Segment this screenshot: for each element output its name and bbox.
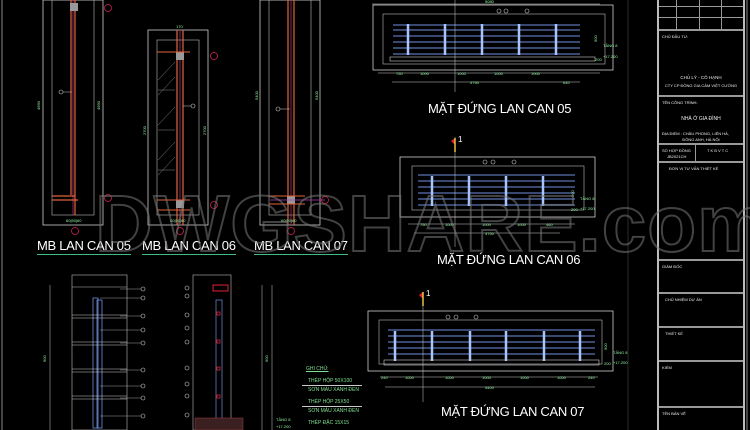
contract-label: SỐ HỢP ĐỒNG [662,148,691,153]
project-section: TÊN CÔNG TRÌNH: NHÀ Ở GIA ĐÌNH ĐỊA ĐIỂM … [659,95,743,143]
design-label: THIẾT KẾ [665,331,683,336]
svg-text:1000: 1000 [517,222,527,227]
section-mark-07: 1 [426,289,431,298]
pm-label: CHỦ NHIỆM DỰ ÁN [665,297,702,302]
svg-text:+17.200: +17.200 [580,206,595,211]
section-detail-1: 900 900 TẦNG 8 +17.200 [42,274,291,430]
svg-text:1000: 1000 [457,71,467,76]
svg-text:900: 900 [570,190,575,197]
svg-text:900: 900 [42,355,47,362]
svg-text:60|50|60: 60|50|60 [66,218,82,223]
plan-view-05: 4990 4990 60|50|60 [36,0,112,235]
title-block: CHỦ ĐẦU TƯ: CHỦ LÝ - CÔ HẠNH CTY CP ĐỒNG… [657,0,745,430]
svg-text:+17.200: +17.200 [603,54,618,59]
svg-text:5400: 5400 [254,90,259,100]
plan-title-07: MB LAN CAN 07 [254,238,348,255]
owner-line1: CHỦ LÝ - CÔ HẠNH [680,75,722,80]
title-block-grid [659,0,743,30]
contract-no: JB2021CH [667,154,687,159]
owner-label: CHỦ ĐẦU TƯ: [662,34,689,39]
svg-text:170: 170 [176,24,183,29]
elevation-title-06: MẶT ĐỨNG LAN CAN 06 [437,252,581,267]
svg-text:+17.200: +17.200 [613,360,628,365]
svg-text:640: 640 [563,80,570,85]
svg-text:5400: 5400 [314,90,319,100]
svg-text:4990: 4990 [96,100,101,110]
elevation-05: 5080 750 1000 1000 1000 1000 4750 640 900 T… [372,0,618,92]
pm-section: CHỦ NHIỆM DỰ ÁN [659,292,743,326]
svg-text:5400: 5400 [485,385,495,390]
svg-text:750: 750 [420,222,427,227]
svg-text:1000: 1000 [445,222,455,227]
section-mark-06: 1 [458,135,463,144]
svg-text:3750: 3750 [485,231,495,236]
svg-text:750: 750 [396,71,403,76]
svg-text:1000: 1000 [482,375,492,380]
svg-text:1000: 1000 [557,375,567,380]
contract-section: SỐ HỢP ĐỒNG JB2021CH T K B V T C [659,143,743,163]
svg-text:1000: 1000 [494,71,504,76]
svg-text:200: 200 [571,207,578,212]
note-1-line1: THÉP HỘP 50X100 [308,378,353,384]
check-section: KIỂM [659,360,743,398]
svg-text:TẦNG 8: TẦNG 8 [603,43,618,48]
project-label: TÊN CÔNG TRÌNH: [662,100,698,105]
svg-text:900: 900 [593,35,598,42]
location-line2: ĐÔNG ANH, HÀ NỘI [682,137,720,142]
designer-label: ĐƠN VỊ TƯ VẤN THIẾT KẾ [669,166,719,171]
plan-title-06: MB LAN CAN 06 [142,238,236,255]
svg-text:1000: 1000 [520,375,530,380]
plan-view-07: 5400 5400 60|50|60 [254,0,329,235]
svg-text:4990: 4990 [36,100,41,110]
svg-text:900: 900 [603,343,608,350]
svg-text:240: 240 [588,375,595,380]
elevation-title-07: MẶT ĐỨNG LAN CAN 07 [441,404,585,419]
svg-text:200: 200 [604,361,611,366]
design-section: THIẾT KẾ [659,326,743,360]
director-section: GIÁM ĐỐC [659,259,743,292]
svg-text:60|50|60: 60|50|60 [281,218,297,223]
owner-line2: CTY CP ĐỒNG GIA CẨM VIỆT CƯỜNG [664,83,738,88]
svg-text:1000: 1000 [482,222,492,227]
svg-text:1000: 1000 [420,71,430,76]
svg-text:TẦNG 8: TẦNG 8 [276,417,291,422]
note-2-line2: SƠN MÀU XANH ĐEN [308,408,359,414]
designer-section: ĐƠN VỊ TƯ VẤN THIẾT KẾ [659,161,743,259]
elevation-title-05: MẶT ĐỨNG LAN CAN 05 [428,101,572,116]
note-2-leader [302,406,362,407]
svg-text:TẦNG 8: TẦNG 8 [613,350,628,355]
svg-text:2700: 2700 [202,125,207,135]
svg-text:900: 900 [264,355,269,362]
check-label: KIỂM [662,365,672,370]
svg-text:60|50|60: 60|50|60 [170,218,186,223]
note-2-line1: THÉP HỘP 25X50 [308,399,350,405]
svg-text:1000: 1000 [405,375,415,380]
director-label: GIÁM ĐỐC [662,264,683,269]
svg-text:1000: 1000 [445,375,455,380]
svg-text:5080: 5080 [485,0,495,4]
notes-header: GHI CHÚ: [306,366,329,372]
note-1-leader [302,385,362,386]
plan-view-06: 2700 2700 170 60|50|60 [142,24,218,235]
plan-title-05: MB LAN CAN 05 [37,238,131,255]
project-name: NHÀ Ở GIA ĐÌNH [681,116,721,122]
drawing-name-section: TÊN BẢN VẼ [659,406,743,430]
phase-code: T K B V T C [707,148,729,153]
svg-text:+17.200: +17.200 [276,424,291,429]
owner-section: CHỦ ĐẦU TƯ: CHỦ LÝ - CÔ HẠNH CTY CP ĐỒNG… [659,29,743,95]
drawing-label: TÊN BẢN VẼ [662,411,686,416]
location-line1: ĐỊA ĐIỂM : CHÂU PHONG, LIÊN HÀ, [662,131,729,136]
note-3-line1: THÉP ĐẶC 15X15 [308,420,350,426]
svg-text:460: 460 [546,222,553,227]
svg-text:4750: 4750 [470,80,480,85]
note-1-line2: SƠN MÀU XANH ĐEN [308,387,359,393]
svg-text:TẦNG 8: TẦNG 8 [580,196,595,201]
svg-text:2700: 2700 [142,125,147,135]
svg-text:200: 200 [595,57,602,62]
elevation-07: 240 1000 1000 1000 1000 1000 240 5400 900 T… [367,292,628,402]
svg-text:1000: 1000 [531,71,541,76]
svg-text:240: 240 [381,375,388,380]
elevation-06: 750 1000 1000 1000 460 3750 900 TẦNG 8 +17.… [399,137,596,247]
